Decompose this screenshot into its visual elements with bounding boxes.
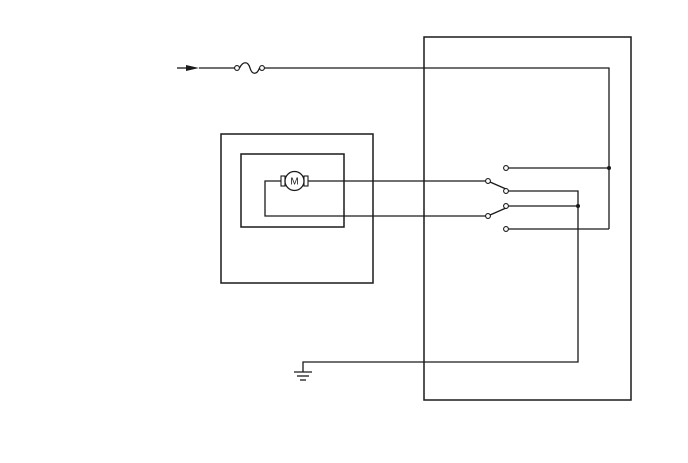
supply-arrow-icon: [177, 65, 235, 71]
switch-terminal: [503, 188, 509, 194]
switch-terminal: [503, 165, 509, 171]
supply-wire: [264, 67, 610, 168]
motor-inner-box: [240, 153, 345, 228]
motor-wire-lower: [264, 180, 486, 217]
ground-wire: [302, 206, 579, 372]
ground-icon: [294, 371, 312, 381]
switch-terminal: [503, 203, 509, 209]
bus-wire-ground-upper: [508, 190, 579, 206]
motor-icon: M: [280, 170, 309, 192]
housing-outer-box: [220, 133, 374, 284]
switch-pole-upper: [485, 178, 507, 190]
switch-unit-box: [423, 36, 632, 401]
motor-label: M: [290, 177, 298, 188]
switch-pole-lower: [485, 207, 507, 219]
switch-terminal: [503, 226, 509, 232]
fuse-icon: [234, 62, 265, 74]
